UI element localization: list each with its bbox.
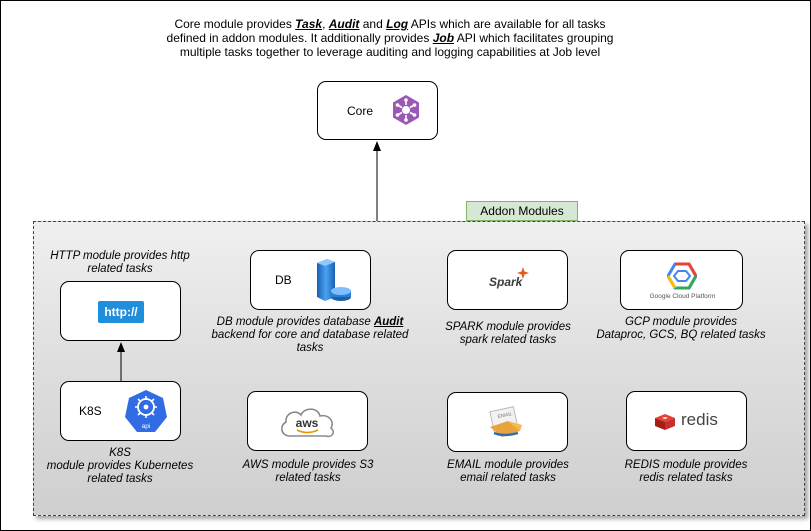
k8s-caption-line: module provides Kubernetes: [46, 460, 194, 472]
redis-caption: REDIS module provides redis related task…: [596, 459, 776, 485]
http-module-box[interactable]: http://: [60, 281, 181, 341]
redis-caption-line: REDIS module provides: [624, 459, 748, 471]
redis-logo-text: redis: [681, 410, 718, 429]
email-caption-line: email related tasks: [460, 472, 556, 484]
core-hexagon-icon: [393, 95, 419, 125]
spark-module-box[interactable]: Spark: [447, 250, 568, 310]
aws-caption-line: related tasks: [275, 472, 341, 484]
gcp-caption-line: Dataproc, GCS, BQ related tasks: [596, 329, 766, 341]
k8s-caption-line: related tasks: [87, 473, 153, 485]
redis-caption-line: redis related tasks: [639, 472, 733, 484]
db-caption-line: backend for core and database related: [211, 329, 409, 341]
http-caption-line: related tasks: [87, 263, 153, 275]
kubernetes-api-icon: api: [125, 390, 167, 432]
k8s-to-http-arrowhead: [117, 342, 125, 352]
log-keyword: Log: [386, 17, 409, 31]
db-caption-line: DB module provides database: [216, 316, 374, 328]
database-server-icon: [317, 259, 351, 301]
task-keyword: Task: [295, 17, 323, 31]
addon-to-core-arrowhead: [373, 141, 381, 151]
intro-text-segment: defined in addon modules. It additionall…: [166, 31, 433, 45]
audit-keyword: Audit: [328, 17, 360, 31]
spark-caption-line: spark related tasks: [459, 334, 557, 346]
core-module-box[interactable]: Core: [317, 81, 438, 140]
db-caption: DB module provides database Audit backen…: [200, 316, 420, 355]
intro-text-segment: ,: [322, 17, 329, 31]
intro-text-segment: and: [359, 17, 387, 31]
spark-caption: SPARK module provides spark related task…: [418, 321, 598, 347]
redis-cube-icon: [655, 414, 675, 430]
db-label: DB: [275, 273, 292, 287]
aws-caption: AWS module provides S3 related tasks: [218, 459, 398, 485]
intro-text-segment: Core module provides: [174, 17, 296, 31]
k8s-label: K8S: [79, 404, 102, 418]
k8s-caption: K8S module provides Kubernetes related t…: [30, 447, 210, 486]
addon-modules-label: Addon Modules: [466, 201, 578, 221]
email-module-box[interactable]: EMAIL: [447, 392, 568, 452]
gcp-module-box[interactable]: Google Cloud Platform: [620, 250, 743, 310]
email-envelope-icon: EMAIL: [489, 406, 522, 437]
aws-caption-line: AWS module provides S3: [242, 459, 374, 471]
aws-logo-text: aws: [296, 416, 319, 430]
gcp-caption: GCP module provides Dataproc, GCS, BQ re…: [586, 316, 776, 342]
gcp-hexagon-icon: [667, 262, 697, 290]
email-caption-line: EMAIL module provides: [447, 459, 569, 471]
db-module-box[interactable]: DB: [250, 250, 371, 310]
http-caption-line: HTTP module provides http: [50, 250, 190, 262]
http-logo-icon: http://: [98, 301, 144, 323]
gcp-logo-text: Google Cloud Platform: [649, 293, 716, 300]
intro-text-segment: multiple tasks together to leverage audi…: [179, 45, 601, 59]
gcp-caption-line: GCP module provides: [624, 316, 738, 328]
spark-caption-line: SPARK module provides: [445, 321, 571, 333]
intro-text-segment: APIs which are available for all tasks: [408, 17, 606, 31]
redis-module-box[interactable]: redis: [626, 391, 747, 451]
intro-text: Core module provides Task, Audit and Log…: [140, 17, 640, 59]
spark-logo-text: Spark: [489, 275, 523, 289]
core-label: Core: [347, 104, 374, 118]
http-caption: HTTP module provides http related tasks: [30, 250, 210, 276]
spark-logo-icon: Spark: [489, 267, 549, 293]
k8s-caption-line: K8S: [109, 447, 131, 459]
aws-cloud-icon: aws: [281, 408, 334, 438]
email-logo-text: EMAIL: [497, 411, 513, 420]
k8s-api-text: api: [142, 423, 151, 430]
aws-module-box[interactable]: aws: [247, 391, 368, 451]
intro-text-segment: API which facilitates grouping: [454, 31, 614, 45]
db-audit-keyword: Audit: [373, 316, 404, 328]
email-caption: EMAIL module provides email related task…: [418, 459, 598, 485]
job-keyword: Job: [432, 31, 455, 45]
db-caption-line: tasks: [296, 342, 324, 354]
k8s-module-box[interactable]: K8S api: [60, 381, 181, 441]
spark-star-icon: [517, 267, 529, 279]
